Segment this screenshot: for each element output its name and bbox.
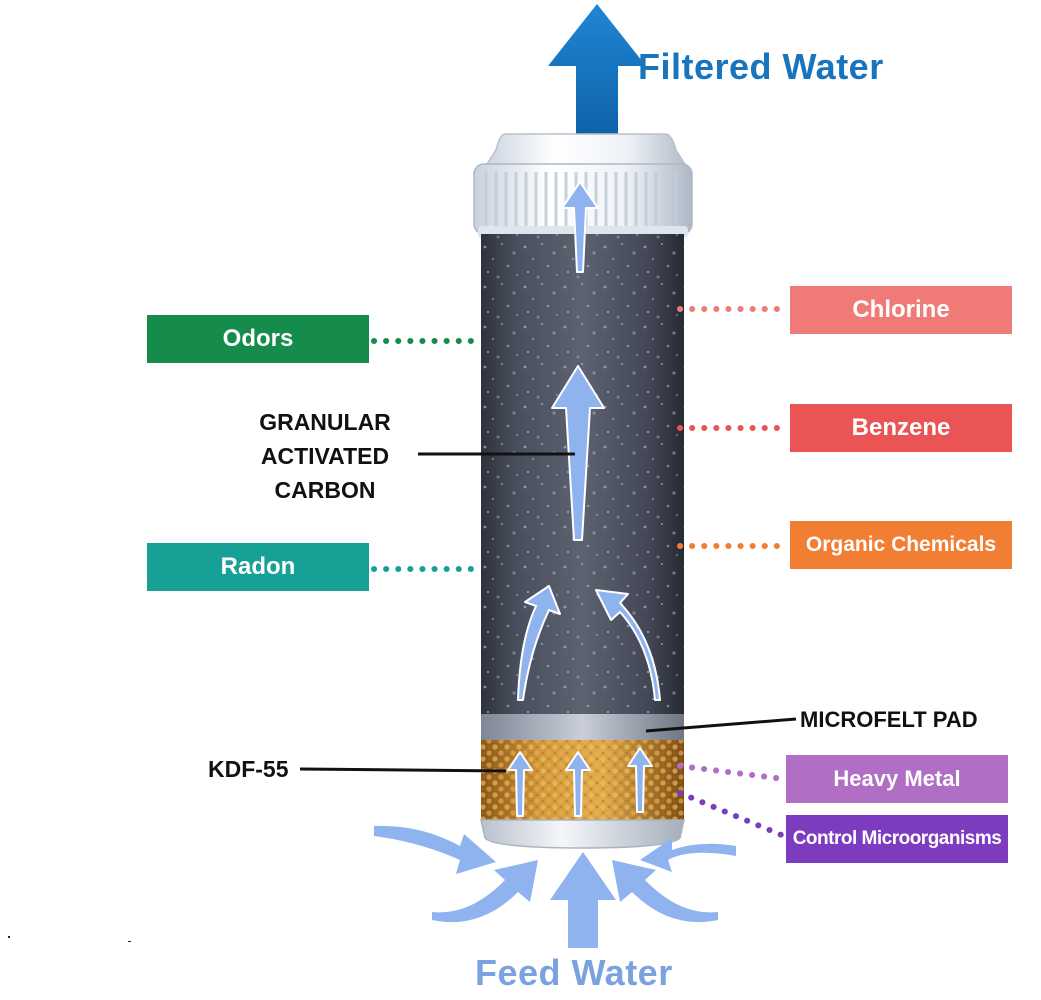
flow-arrow-kdf-center: [565, 751, 591, 817]
connector-heavy-metal: [677, 763, 787, 782]
bottom-cap: [480, 819, 685, 849]
label-granular-activated-carbon: GRANULAR ACTIVATED CARBON: [240, 405, 410, 507]
label-microfelt-pad: MICROFELT PAD: [800, 707, 978, 732]
flow-arrow-right: [595, 589, 661, 701]
flow-arrow-left: [517, 585, 561, 701]
gac-line-1: GRANULAR: [259, 409, 391, 435]
label-kdf-55: KDF-55: [208, 756, 289, 782]
tag-radon: Radon: [147, 543, 369, 591]
tag-odors: Odors: [147, 315, 369, 363]
leader-lines: [299, 452, 797, 773]
feed-arrow-right-low: [612, 860, 718, 923]
tag-benzene: Benzene: [790, 404, 1012, 452]
flow-arrows: [507, 181, 661, 817]
flow-arrow-kdf-left: [507, 751, 533, 817]
feed-water-title: Feed Water: [475, 952, 673, 993]
stray-marks: [8, 936, 131, 942]
feed-arrow-center: [550, 852, 616, 948]
gac-line-2: ACTIVATED: [260, 443, 390, 469]
flow-arrow-kdf-right: [627, 747, 653, 813]
tag-control-microorganisms: Control Microorganisms: [786, 815, 1008, 863]
tag-heavy-metal: Heavy Metal: [786, 755, 1008, 803]
feed-water-arrows: [374, 825, 736, 948]
flow-arrow-top: [561, 181, 599, 273]
tag-chlorine: Chlorine: [790, 286, 1012, 334]
leader-kdf: [299, 767, 507, 773]
feed-arrow-left-low: [432, 860, 538, 923]
microfelt-pad-layer: [481, 714, 684, 740]
filtered-water-arrow: [548, 4, 646, 134]
carbon-layer: [481, 234, 684, 716]
leader-microfelt: [645, 717, 797, 733]
filtered-water-title: Filtered Water: [638, 46, 884, 87]
tag-organic-chemicals: Organic Chemicals: [790, 521, 1012, 569]
dotted-connectors: [371, 306, 791, 839]
gac-line-3: CARBON: [274, 477, 376, 503]
feed-arrow-left-high: [374, 825, 496, 874]
flow-arrow-center: [551, 365, 605, 541]
feed-arrow-right-high: [640, 838, 736, 872]
connector-microorganisms: [677, 790, 787, 839]
